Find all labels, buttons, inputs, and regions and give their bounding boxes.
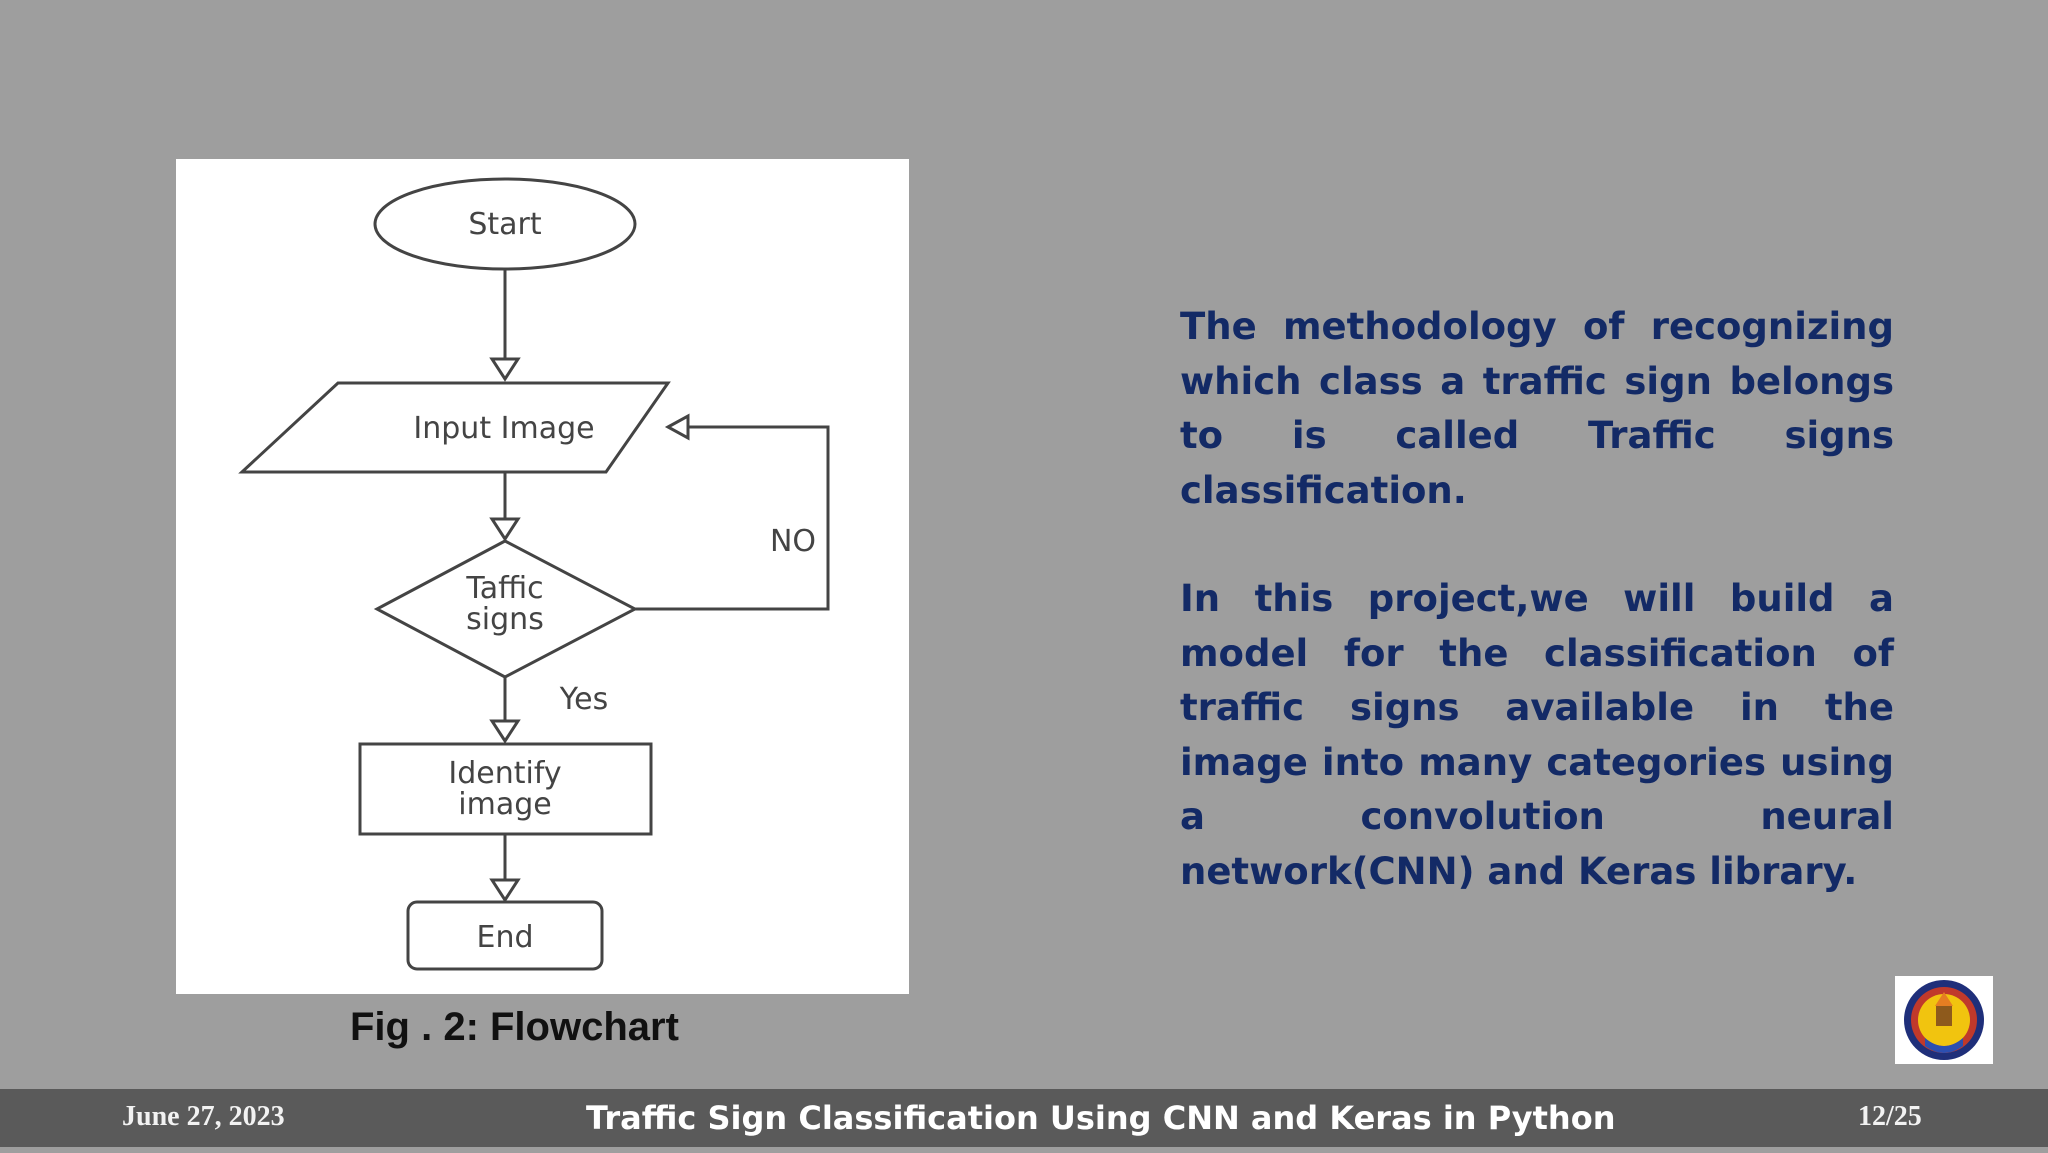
footer-bar [0, 1089, 2048, 1147]
no-label: NO [770, 524, 816, 559]
identify-label-line2: image [458, 787, 551, 822]
yes-label: Yes [559, 682, 608, 717]
flowchart-figure: Start Input Image Taffic signs NO Yes Id… [176, 159, 909, 994]
decision-label-line1: Taffic [465, 571, 543, 606]
decision-label-line2: signs [466, 602, 544, 637]
input-label: Input Image [413, 411, 594, 446]
end-node [406, 900, 604, 971]
footer-date: June 27, 2023 [122, 1101, 285, 1132]
paragraph-2: In this project,we will build a model fo… [1180, 577, 1894, 893]
start-label: Start [468, 207, 542, 242]
university-logo-icon [1895, 976, 1993, 1064]
end-label: End [476, 920, 533, 955]
identify-label-line1: Identify [448, 756, 561, 791]
footer-bottom-strip [0, 1147, 2048, 1153]
footer-page-number: 12/25 [1858, 1101, 1922, 1132]
identify-node [358, 742, 653, 836]
footer-title: Traffic Sign Classification Using CNN an… [586, 1099, 1616, 1137]
figure-caption: Fig . 2: Flowchart [350, 1005, 679, 1049]
input-node [238, 381, 671, 474]
flowchart-diagram: Start Input Image Taffic signs NO Yes Id… [238, 177, 830, 971]
body-text: The methodology of recognizing which cla… [1180, 300, 1894, 953]
paragraph-1: The methodology of recognizing which cla… [1180, 305, 1894, 512]
